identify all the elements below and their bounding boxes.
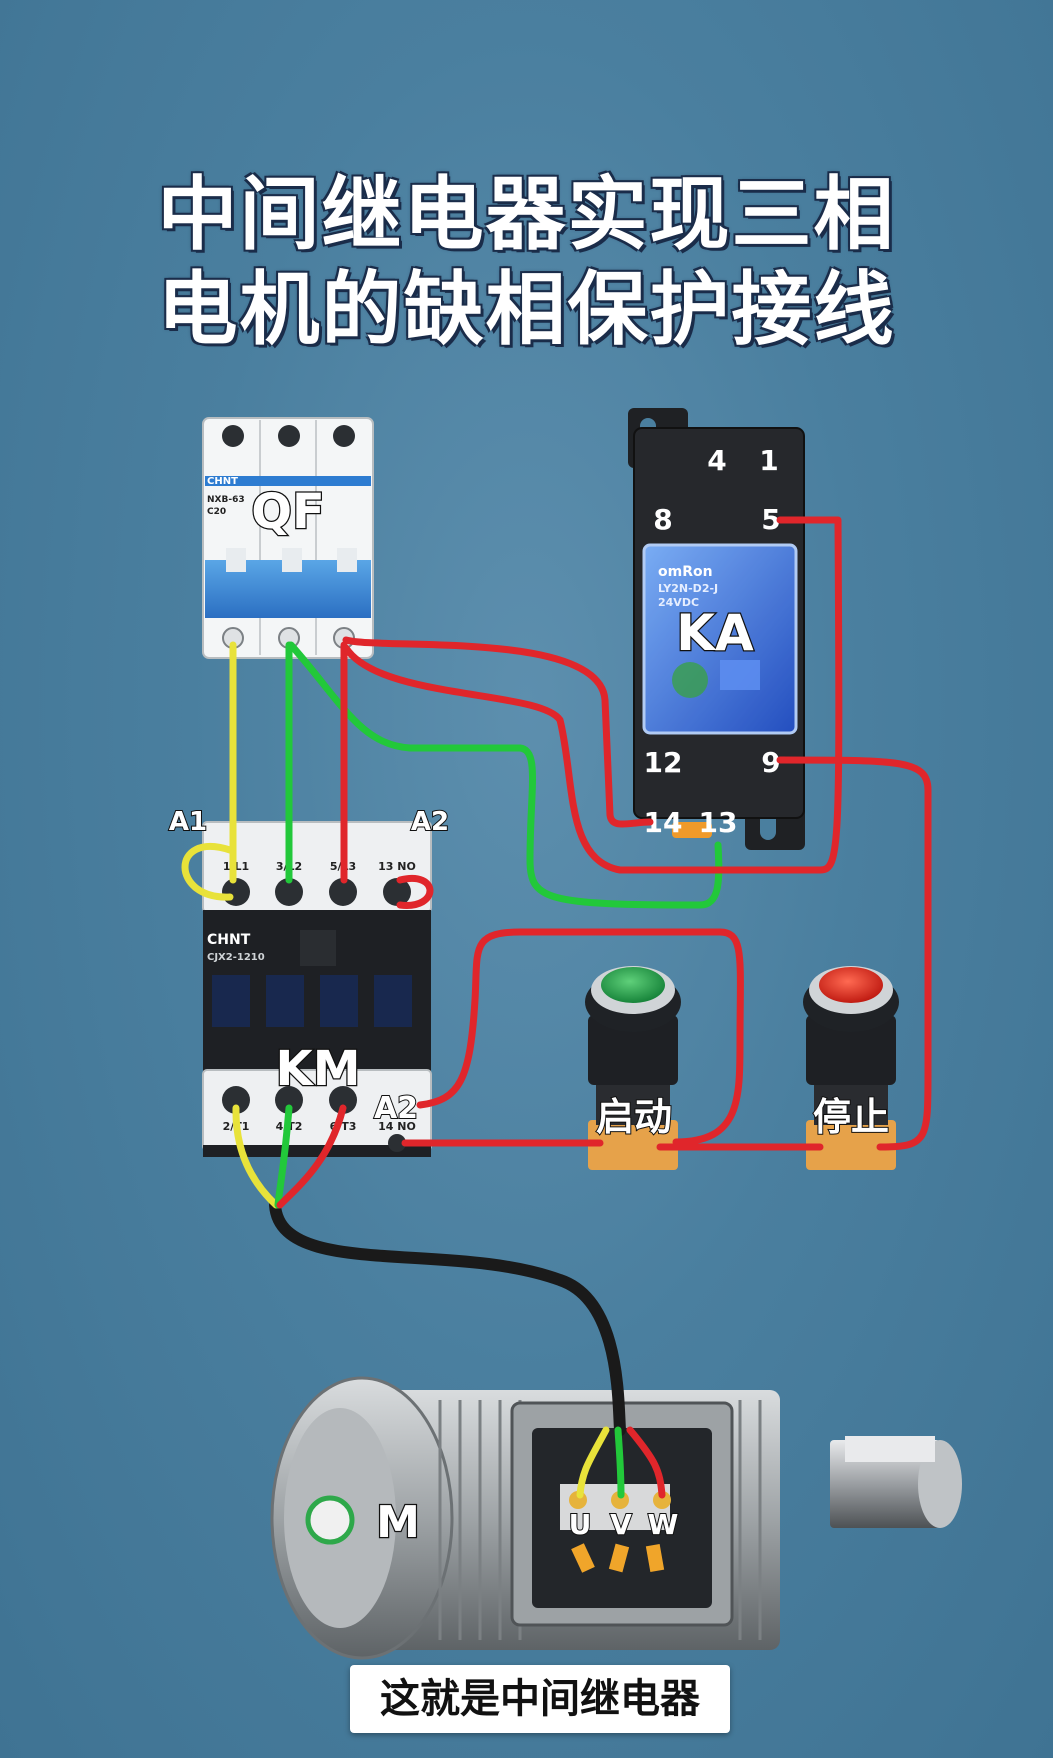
wire-w-red [626, 1426, 666, 1499]
relay-voltage: 24VDC [658, 596, 699, 609]
intermediate-relay-ka: omRon LY2N-D2-J 24VDC KA 4 1 8 5 12 9 14… [628, 408, 805, 850]
relay-terminal-5: 5 [761, 503, 780, 536]
wire-a2-to-start-red [416, 928, 744, 1146]
relay-model: LY2N-D2-J [658, 582, 718, 595]
relay-terminal-8: 8 [653, 503, 672, 536]
contactor-top-terminal-4: 13 NO [378, 860, 416, 873]
wire-u-yellow [576, 1426, 610, 1499]
diagram-title-line2: 电机的缺相保护接线 [157, 263, 896, 356]
wire-t1-yellow [232, 1104, 280, 1209]
relay-brand: omRon [658, 564, 713, 580]
wire-a1-yellow-loop [181, 842, 234, 901]
wire-t2-green [274, 1104, 293, 1209]
motor-terminal-v: V [610, 1508, 632, 1541]
relay-label: KA [676, 604, 754, 662]
motor-terminal-w: W [648, 1508, 679, 1541]
start-button-label: 启动 [596, 1095, 672, 1139]
coil-a1-label: A1 [169, 807, 207, 837]
wire-l3-to-relay14-red [342, 636, 654, 828]
wire-t3-red [276, 1104, 347, 1209]
breaker-rating: C20 [207, 507, 226, 517]
coil-a2-bottom-label: A2 [374, 1091, 418, 1126]
breaker-brand: CHNT [207, 476, 238, 487]
relay-terminal-13: 13 [699, 806, 738, 839]
circuit-breaker-qf: CHNT NXB-63 C20 QF [202, 417, 374, 659]
relay-terminal-9: 9 [761, 746, 780, 779]
wire-l2-to-relay13-green [287, 641, 723, 909]
wire-a2-top-red [396, 874, 434, 909]
wires [181, 516, 932, 1499]
motor-m: M U V W [270, 1376, 962, 1660]
motor-cable-black [269, 1199, 626, 1436]
start-button[interactable]: 启动 [585, 966, 681, 1170]
stop-button[interactable]: 停止 [803, 966, 899, 1170]
motor-label: M [376, 1497, 420, 1548]
stop-button-label: 停止 [813, 1095, 889, 1139]
coil-a2-top-label: A2 [411, 807, 449, 837]
contactor-bottom-terminal-4: 14 NO [378, 1120, 416, 1133]
relay-terminal-12: 12 [644, 746, 683, 779]
wire-l3-to-relay5-red [342, 516, 843, 874]
breaker-model: NXB-63 [207, 495, 245, 505]
caption: 这就是中间继电器 [350, 1665, 730, 1733]
contactor-label: KM [276, 1041, 361, 1097]
contactor-km: CHNT CJX2-1210 1/L1 3/L2 5/L3 13 NO 2/T1… [168, 806, 450, 1157]
motor-terminal-u: U [569, 1508, 592, 1541]
diagram-title-line1: 中间继电器实现三相 [157, 168, 896, 261]
relay-terminal-4: 4 [707, 444, 726, 477]
contactor-model: CJX2-1210 [207, 952, 265, 963]
breaker-label: QF [251, 484, 325, 540]
relay-terminal-1: 1 [759, 444, 778, 477]
wire-v-green [614, 1426, 625, 1499]
wire-stop-to-relay9-red [776, 756, 932, 1151]
contactor-brand: CHNT [207, 932, 251, 948]
